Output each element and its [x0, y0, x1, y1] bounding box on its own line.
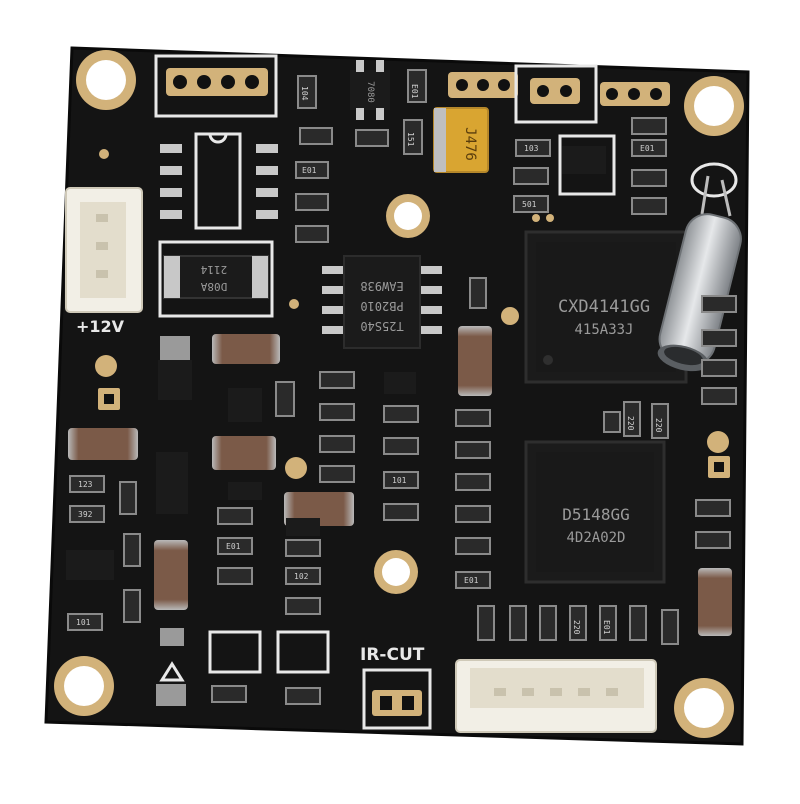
isp-marking-1: CXD4141GG	[558, 297, 650, 317]
sot23-top-center: 7080	[350, 60, 390, 120]
header-3pin-top-far-right	[600, 82, 670, 106]
flash-marking-1: T25S40	[360, 319, 403, 333]
regulator-marking: 2114	[200, 263, 227, 276]
capacitor-group	[68, 326, 732, 636]
marking-e01-b: E01	[302, 166, 317, 175]
smd-passives	[67, 69, 737, 705]
isp-processor-chip: CXD4141GG 415A33J	[524, 230, 688, 384]
dsp-marking-1: D5148GG	[562, 505, 629, 524]
ircut-label: IR-CUT	[360, 645, 425, 665]
marking-104: 104	[300, 86, 309, 101]
tantalum-capacitor: J476	[433, 107, 489, 173]
crystal-oscillator	[657, 162, 742, 372]
marking-101-b: 101	[76, 618, 91, 627]
marking-e01-f: E01	[602, 620, 611, 635]
dsp-marking-2: 4D2A02D	[566, 530, 625, 546]
marking-e01-c: E01	[640, 144, 655, 153]
mounting-hole-bottom-left	[54, 656, 114, 716]
ircut-connector	[362, 668, 432, 730]
marking-123: 123	[78, 480, 93, 489]
marking-102: 102	[294, 572, 309, 581]
small-vias	[95, 149, 729, 479]
marking-220-c: 220	[572, 620, 581, 635]
header-3pin-top-center	[448, 72, 518, 98]
marking-7080: 7080	[365, 81, 375, 103]
mounting-hole-bottom-right	[674, 678, 734, 738]
side-test-pads	[98, 336, 730, 706]
marking-101-a: 101	[392, 476, 407, 485]
marking-e01-e: E01	[464, 576, 479, 585]
mounting-hole-top-right	[684, 76, 744, 136]
header-2pin-top-right	[514, 64, 598, 124]
isp-marking-2: 415A33J	[574, 322, 633, 338]
marking-e01-d: E01	[226, 542, 241, 551]
lens-hole-top	[386, 194, 430, 238]
regulator-code: D08A	[200, 280, 227, 293]
power-label: +12V	[76, 317, 125, 336]
mounting-hole-top-left	[76, 50, 136, 110]
marking-220-b: 220	[654, 418, 663, 433]
soic-ic-top-left	[160, 132, 278, 230]
marking-151: 151	[406, 132, 415, 147]
marking-501: 501	[522, 200, 537, 209]
header-4pin-top	[154, 54, 278, 118]
flash-marking-2: PB2010	[360, 299, 403, 313]
component-markings: 104 E01 151 E01 103 501 E01 123 392 101 …	[76, 84, 663, 635]
marking-103: 103	[524, 144, 539, 153]
lens-hole-bottom	[374, 550, 418, 594]
marking-392: 392	[78, 510, 93, 519]
power-connector	[65, 187, 143, 313]
marking-220-a: 220	[626, 416, 635, 431]
dsp-processor-chip: D5148GG 4D2A02D	[524, 440, 666, 584]
marking-e01-a: E01	[410, 84, 419, 99]
flash-marking-3: EAW938	[360, 279, 403, 293]
video-output-connector	[455, 659, 657, 733]
flash-memory-chip: T25S40 PB2010 EAW938	[322, 255, 442, 349]
voltage-regulator: 2114 D08A	[158, 240, 274, 318]
transistors	[66, 134, 616, 674]
tantalum-marking: J476	[462, 127, 478, 161]
